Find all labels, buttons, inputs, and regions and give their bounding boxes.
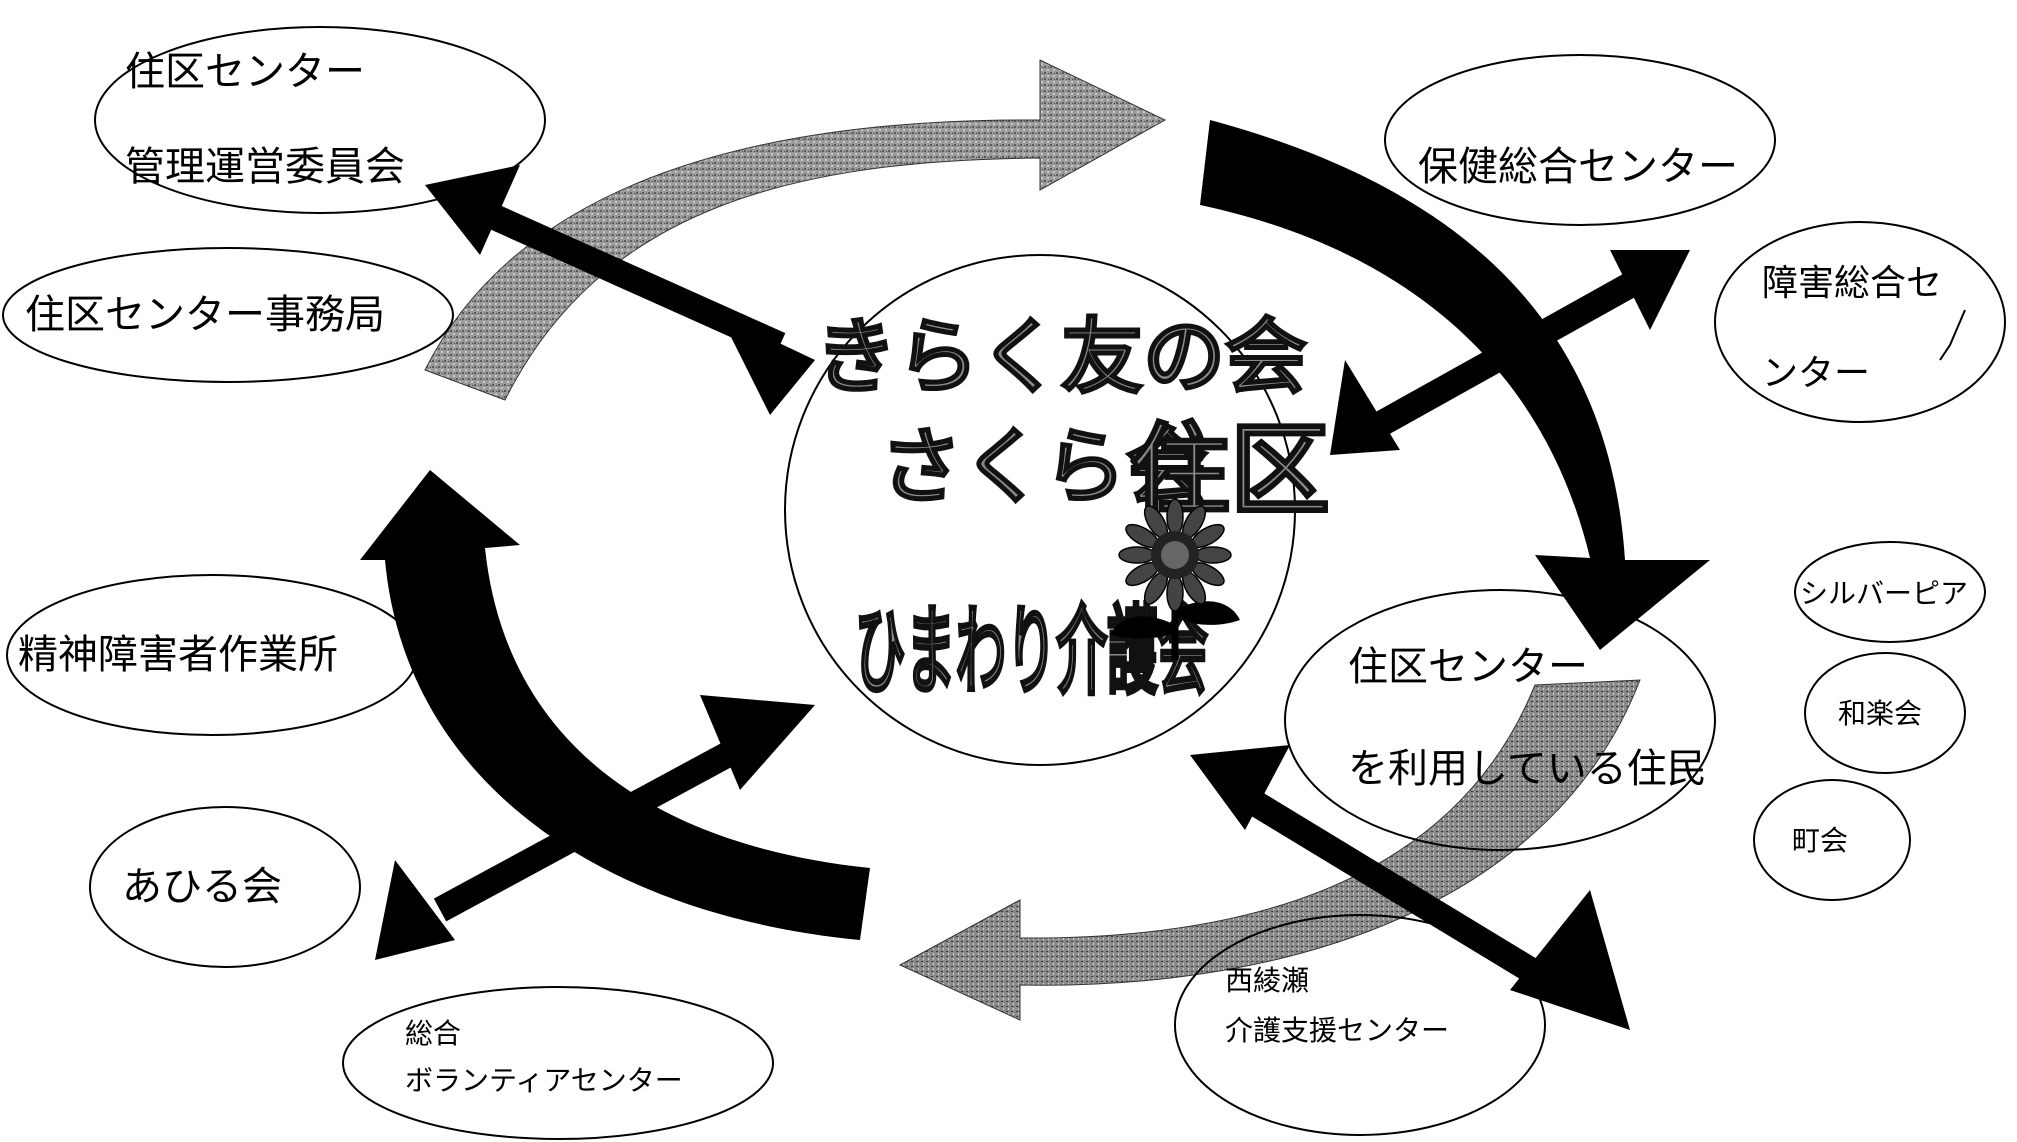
cycle-arrow-left [360,470,870,940]
node-volunteer-line2: ボランティアセンター [405,1064,683,1097]
node-waraku-label: 和楽会 [1838,697,1922,730]
node-chokai-label: 町会 [1792,824,1848,857]
node-nishiayase-line2: 介護支援センター [1225,1014,1449,1047]
node-silver: シルバーピア [1794,541,1986,643]
node-ahiru: あひる会 [89,806,361,968]
connector-arrow-volunteer [375,695,815,960]
node-jumin-line1: 住区センター [1348,644,1588,690]
node-hoken-label: 保健総合センター [1418,144,1738,190]
node-kanri: 住区センター 管理運営委員会 [94,26,546,214]
node-hoken: 保健総合センター [1384,54,1776,226]
node-shogai: 障害総合セ ンター [1714,221,2006,423]
node-jimukyoku: 住区センター事務局 [2,247,454,383]
connector-arrow-kanri [425,165,815,415]
node-shogai-line1: 障害総合セ [1762,263,1942,304]
center-line4: ひまわり介護会 [855,596,1208,709]
center-line3: 住区 [1130,412,1330,529]
node-jumin: 住区センター を利用している住民 [1284,589,1716,851]
node-kanri-line2: 管理運営委員会 [125,144,405,190]
node-silver-label: シルバーピア [1800,577,1968,610]
node-volunteer-line1: 総合 [405,1017,461,1050]
node-waraku: 和楽会 [1804,652,1966,774]
cycle-arrow-top [424,59,1167,401]
node-volunteer: 総合 ボランティアセンター [342,986,774,1140]
connector-arrow-nishiayase [1190,745,1630,1030]
node-nishiayase-line1: 西綾瀬 [1225,964,1309,997]
connector-arrow-shogai [1330,250,1690,455]
center-line2: さくら会 [880,420,1208,515]
center-line1: きらく友の会 [815,310,1307,405]
node-chokai: 町会 [1753,779,1911,901]
cycle-arrow-right [1200,120,1710,650]
node-seishin-label: 精神障害者作業所 [18,632,338,678]
center-group: きらく友の会 さくら会 住区 ひまわり介護会 [784,254,1331,766]
node-ahiru-label: あひる会 [122,864,282,910]
node-shogai-line2: ンター [1762,353,1870,394]
node-kanri-line1: 住区センター [125,49,365,95]
node-seishin: 精神障害者作業所 [6,574,418,736]
node-jimukyoku-label: 住区センター事務局 [25,292,385,338]
sunflower-icon [1110,498,1240,660]
node-jumin-line2: を利用している住民 [1348,746,1707,792]
node-nishiayase: 西綾瀬 介護支援センター [1174,914,1546,1136]
shogai-stroke-mark [1939,309,1966,361]
